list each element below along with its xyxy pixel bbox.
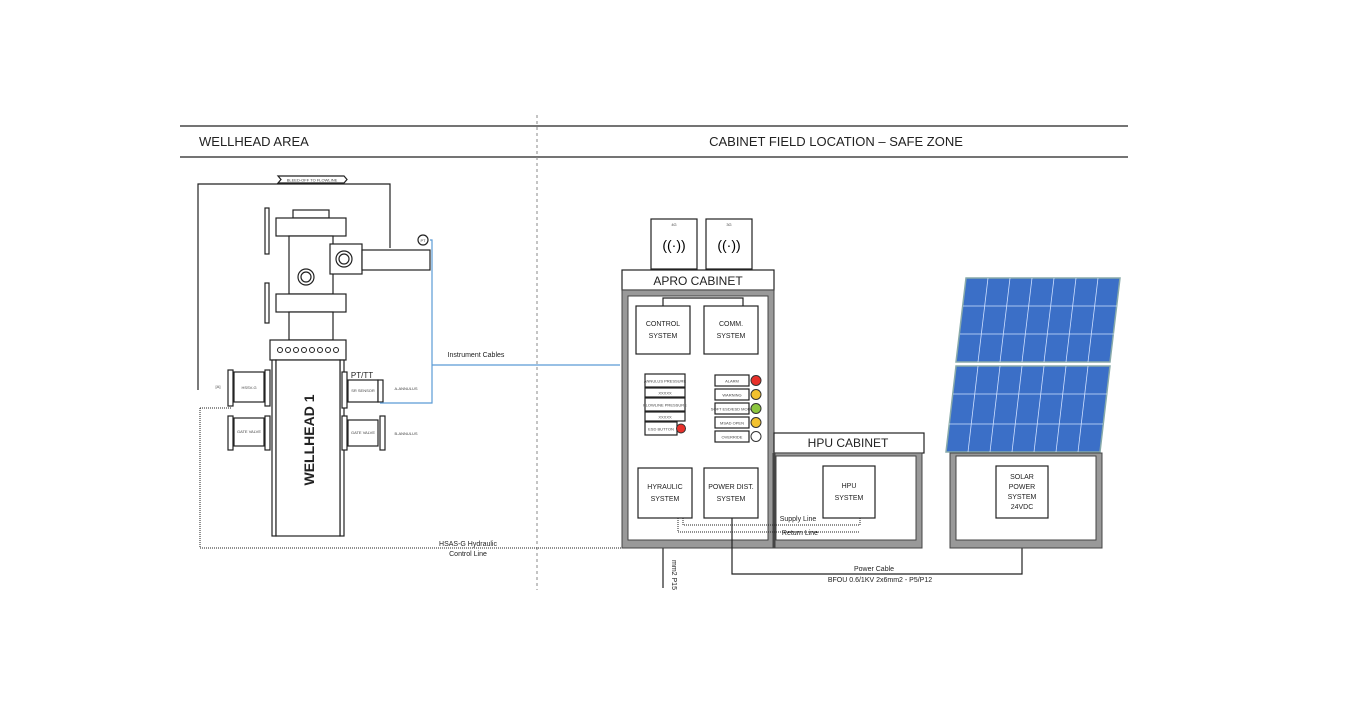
svg-text:A-ANNULUS: A-ANNULUS: [394, 386, 417, 391]
bleed-off-label: BLEED-OFF TO FLOWLINE: [287, 178, 338, 183]
bleed-off-tag: [276, 175, 348, 184]
svg-text:PT: PT: [420, 238, 426, 243]
antenna-icon: ((·)): [717, 237, 740, 253]
hssv-label: HSSV-G: [241, 385, 256, 390]
svg-text:HYRAULIC: HYRAULIC: [647, 484, 682, 491]
indicator-label: OVERRIDE: [722, 435, 743, 440]
indicator-lamp-icon: [750, 389, 762, 400]
indicator-lamp-icon: [750, 375, 762, 386]
pressure-panel: ANNULUS PRESSURE XXXXX FLOWLINE PRESSURE XX…: [643, 373, 687, 436]
wellhead-assembly: BLEED-OFF TO FLOWLINE PT WELLHEAD 1 HSSV…: [197, 175, 431, 537]
panel-field-label: ANNULUS PRESSURE: [644, 379, 687, 384]
bleed-off-line: [197, 183, 391, 390]
hpu-cabinet: HPU CABINET HPU SYSTEM: [772, 432, 925, 549]
wellhead-title: WELLHEAD 1: [301, 394, 317, 485]
indicator-panel: ALARM WARNING SOFT ESD/ESD MODE MSAD OPEN OV…: [711, 374, 762, 443]
safe-zone-heading: CABINET FIELD LOCATION – SAFE ZONE: [709, 134, 963, 149]
svg-text:PT/TT: PT/TT: [351, 371, 373, 380]
svg-text:CONTROL: CONTROL: [646, 321, 680, 328]
panel-field: [644, 373, 686, 388]
svg-text:HPU: HPU: [842, 483, 857, 490]
solar-panel-bottom: [945, 365, 1111, 453]
indicator-label-box: [714, 374, 750, 387]
svg-text:24VDC: 24VDC: [1011, 504, 1034, 511]
apro-title: APRO CABINET: [653, 274, 743, 288]
svg-text:B-ANNULUS: B-ANNULUS: [394, 431, 417, 436]
indicator-lamp-icon: [750, 403, 762, 414]
svg-text:BFOU 0.6/1KV 2x6mm2 - P5/P12: BFOU 0.6/1KV 2x6mm2 - P5/P12: [828, 577, 932, 584]
svg-text:HSAS-G Hydraulic: HSAS-G Hydraulic: [439, 541, 497, 548]
svg-text:SYSTEM: SYSTEM: [651, 496, 680, 503]
indicator-label-box: [714, 402, 750, 415]
svg-text:GATE VALVE: GATE VALVE: [237, 429, 261, 434]
return-line: [677, 518, 860, 533]
svg-text:SOLAR: SOLAR: [1010, 474, 1034, 481]
svg-text:SYSTEM: SYSTEM: [717, 333, 746, 340]
svg-text:Return Line: Return Line: [782, 530, 818, 537]
antenna-4g: [650, 218, 698, 270]
indicator-label: SOFT ESD/ESD MODE: [711, 407, 754, 412]
esd-button[interactable]: [676, 423, 686, 434]
wellhead-area-heading: WELLHEAD AREA: [199, 134, 309, 149]
svg-text:3G: 3G: [726, 222, 731, 227]
indicator-label-box: [714, 388, 750, 401]
panel-field-label: XXXXX: [658, 391, 672, 396]
panel-field-label: ESD BUTTON: [648, 427, 674, 432]
indicator-label: ALARM: [725, 379, 739, 384]
antenna-icon: ((·)): [662, 237, 685, 253]
svg-text:POWER: POWER: [1009, 484, 1035, 491]
apro-cabinet: 4G ((·)) 3G ((·)) APRO CABINET CONTROL SY…: [621, 218, 775, 549]
hpu-title: HPU CABINET: [808, 436, 889, 450]
svg-text:POWER DIST.: POWER DIST.: [708, 484, 754, 491]
indicator-lamp-icon: [750, 417, 762, 428]
svg-text:4G: 4G: [671, 222, 676, 227]
panel-field-label: FLOWLINE PRESSURE: [643, 403, 687, 408]
solar-system: SOLAR POWER SYSTEM 24VDC: [945, 277, 1121, 549]
indicator-label: WARNING: [722, 393, 741, 398]
pt-instrument-cable: [380, 239, 433, 404]
indicator-label-box: [714, 416, 750, 429]
svg-text:GATE VALVE: GATE VALVE: [351, 430, 375, 435]
svg-text:Supply Line: Supply Line: [780, 516, 817, 523]
svg-text:SYSTEM: SYSTEM: [1008, 494, 1037, 501]
indicator-label-box: [714, 430, 750, 443]
indicator-lamp-icon: [750, 431, 762, 442]
panel-field: [644, 387, 686, 398]
svg-text:Power Cable: Power Cable: [854, 566, 894, 573]
antenna-3g: [705, 218, 753, 270]
svg-text:SYSTEM: SYSTEM: [835, 495, 864, 502]
instrument-cables-label: Instrument Cables: [448, 352, 505, 359]
svg-text:SYSTEM: SYSTEM: [717, 496, 746, 503]
solar-panel-top: [955, 277, 1121, 363]
svg-text:[A]: [A]: [216, 384, 221, 389]
svg-text:SR SENSOR: SR SENSOR: [351, 388, 375, 393]
panel-field: [644, 397, 686, 412]
indicator-label: MSAD OPEN: [720, 421, 744, 426]
panel-field: [644, 411, 686, 422]
svg-text:mm2 P15: mm2 P15: [670, 560, 677, 590]
svg-text:COMM.: COMM.: [719, 321, 743, 328]
svg-text:Control Line: Control Line: [449, 551, 487, 558]
pt-gauge-icon: [417, 234, 429, 246]
svg-text:SYSTEM: SYSTEM: [649, 333, 678, 340]
panel-field-label: XXXXX: [658, 415, 672, 420]
